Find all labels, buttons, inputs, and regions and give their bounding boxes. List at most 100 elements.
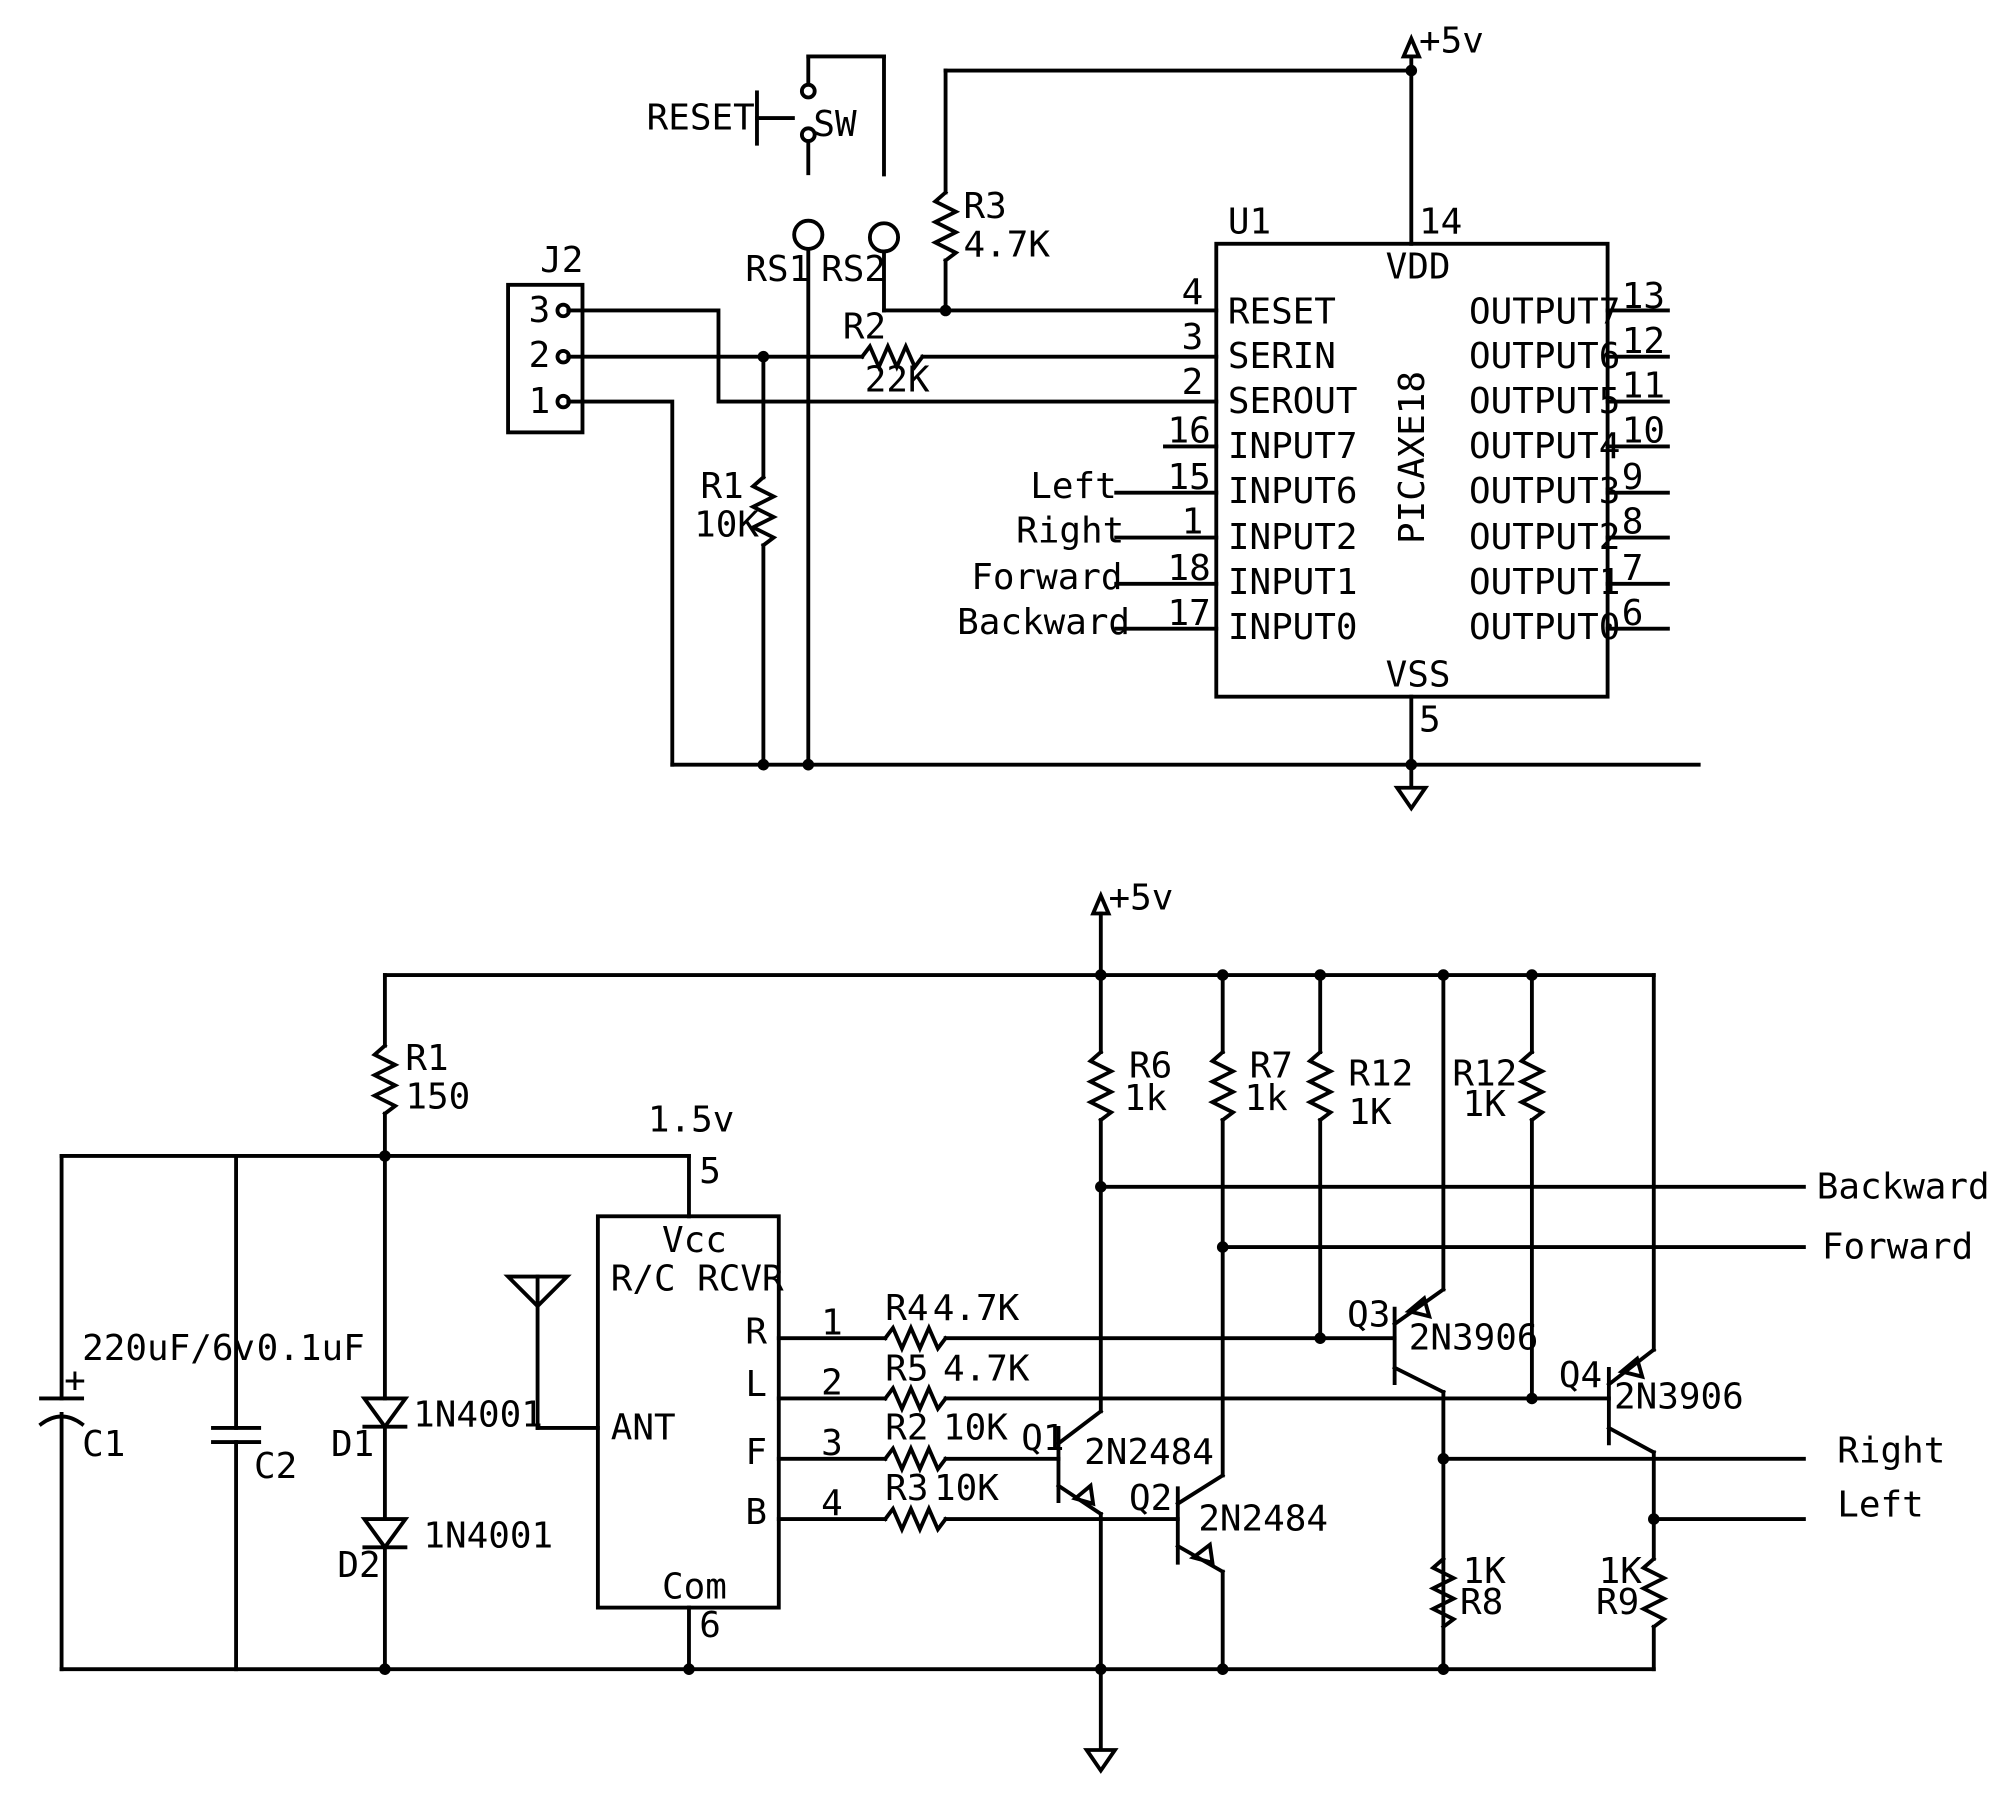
bottom-q1: Q1 2N2484 xyxy=(1021,1396,1214,1672)
bottom-r12b: R12 1K xyxy=(1452,973,1547,1401)
bottom-r5: R5 4.7K xyxy=(882,1349,1030,1414)
top-u1-right-name: OUTPUT2 xyxy=(1469,517,1620,558)
top-reset-label: RESET xyxy=(647,98,755,139)
top-u1-right-name: OUTPUT3 xyxy=(1469,471,1620,512)
top-u1-picaxe: U1 14 VDD VSS 5 PICAXE18 xyxy=(1214,202,1610,740)
junction-dot xyxy=(757,758,770,771)
bottom-r6: R6 1k xyxy=(1086,973,1172,1401)
bottom-rcvr-name: R/C RCVR xyxy=(611,1259,784,1300)
bottom-supply-label: +5v xyxy=(1109,878,1174,919)
bottom-rcvr-out-num: 1 xyxy=(821,1302,843,1343)
bottom-r12a-value: 1K xyxy=(1348,1092,1392,1133)
top-rs1-pad xyxy=(792,218,825,251)
top-ground-symbol xyxy=(1393,785,1430,812)
top-u1-left-name: SERIN xyxy=(1228,336,1336,377)
top-r3-ref: R3 xyxy=(964,186,1007,227)
bottom-r12a: R12 1K xyxy=(1305,973,1413,1341)
top-j2-pin-2: 2 xyxy=(529,335,551,376)
bottom-r1: R1 150 xyxy=(370,973,470,1158)
bottom-r3-ref: R3 xyxy=(885,1468,928,1509)
top-u1-right-name: OUTPUT5 xyxy=(1469,381,1620,422)
top-u1-right-num: 12 xyxy=(1622,321,1665,362)
top-reset-switch: RESET SW xyxy=(647,54,886,177)
bottom-q3-ref: Q3 xyxy=(1347,1295,1390,1336)
bottom-r9-ref: R9 xyxy=(1596,1582,1639,1623)
top-u1-left-num: 2 xyxy=(1182,362,1204,403)
top-u1-right-name: OUTPUT7 xyxy=(1469,291,1620,332)
junction-dot xyxy=(379,1663,391,1675)
bottom-rc-receiver: 5 Vcc R/C RCVR ANT Com 6 R L F B xyxy=(595,1151,784,1672)
top-u1-part: PICAXE18 xyxy=(1392,371,1433,544)
bottom-d1: 1N4001 D1 xyxy=(331,1154,543,1465)
bottom-q2: Q2 2N2484 xyxy=(1129,1472,1328,1672)
top-u1-vdd: VDD xyxy=(1386,246,1451,287)
bottom-rcvr-out-name: F xyxy=(745,1432,767,1473)
top-u1-right-num: 8 xyxy=(1622,502,1644,543)
top-u1-ref: U1 xyxy=(1228,202,1271,243)
bottom-supply-symbol: +5v xyxy=(1090,878,1174,978)
bottom-r7: R7 1k xyxy=(1208,973,1293,1478)
bottom-ground-symbol xyxy=(1083,1748,1119,1774)
top-u1-left-name: INPUT2 xyxy=(1228,517,1358,558)
top-r3-value: 4.7K xyxy=(964,225,1051,266)
bottom-rcvr-out-name: L xyxy=(745,1364,767,1405)
bottom-output-forward: Forward xyxy=(1822,1227,1973,1268)
top-input-left-label: Left xyxy=(1030,466,1116,507)
bottom-r2-ref: R2 xyxy=(885,1408,928,1449)
bottom-c2-value: 0.1uF xyxy=(257,1328,365,1369)
bottom-rcvr-ant: ANT xyxy=(611,1408,676,1449)
top-input-forward-label: Forward xyxy=(971,557,1122,598)
bottom-r12b-ref: R12 xyxy=(1452,1053,1517,1094)
top-u1-left-name: SEROUT xyxy=(1228,381,1358,422)
bottom-q1-ref: Q1 xyxy=(1021,1418,1064,1459)
bottom-r6-ref: R6 xyxy=(1129,1046,1172,1087)
bottom-d1-part: 1N4001 xyxy=(413,1395,543,1436)
bottom-rcvr-com-pin: 6 xyxy=(699,1605,721,1646)
bottom-rcvr-vcc: Vcc xyxy=(662,1220,727,1261)
bottom-r3: R3 10K xyxy=(882,1468,999,1535)
bottom-q2-part: 2N2484 xyxy=(1198,1499,1328,1540)
top-r3: R3 4.7K xyxy=(931,68,1051,313)
top-j2-pin-3: 3 xyxy=(529,290,551,331)
bottom-r12a-ref: R12 xyxy=(1348,1053,1413,1094)
bottom-r12b-value: 1K xyxy=(1463,1084,1507,1125)
bottom-d2-part: 1N4001 xyxy=(423,1515,553,1556)
top-r1-ref: R1 xyxy=(701,466,744,507)
bottom-r9-value: 1K xyxy=(1599,1551,1643,1592)
bottom-rcvr-out-name: B xyxy=(745,1492,767,1533)
top-supply-label: +5v xyxy=(1419,21,1484,62)
top-u1-right-name: OUTPUT0 xyxy=(1469,607,1620,648)
bottom-d2: 1N4001 D2 xyxy=(337,1424,553,1672)
junction-dot xyxy=(802,758,815,771)
bottom-q2-ref: Q2 xyxy=(1129,1478,1172,1519)
bottom-r8: 1K R8 xyxy=(1428,1551,1506,1630)
bottom-c1-plus: + xyxy=(64,1360,86,1401)
top-u1-left-num: 1 xyxy=(1182,502,1204,543)
top-u1-left-name: RESET xyxy=(1228,291,1336,332)
bottom-q1-part: 2N2484 xyxy=(1084,1432,1214,1473)
bottom-node-voltage: 1.5v xyxy=(648,1100,734,1141)
bottom-r5-ref: R5 xyxy=(885,1349,928,1390)
top-r1: R1 10K xyxy=(694,354,778,767)
top-u1-right-num: 10 xyxy=(1622,411,1665,452)
bottom-rcvr-com: Com xyxy=(662,1567,727,1608)
bottom-r9: 1K R9 xyxy=(1596,1551,1669,1672)
top-supply-symbol: +5v xyxy=(1400,21,1484,246)
bottom-r4-ref: R4 xyxy=(885,1288,928,1329)
bottom-rcvr-out-num: 4 xyxy=(821,1483,843,1524)
bottom-r7-ref: R7 xyxy=(1250,1046,1293,1087)
top-u1-right-num: 7 xyxy=(1622,548,1644,589)
junction-dot xyxy=(939,304,952,317)
top-u1-right-pins: OUTPUT7 13 OUTPUT6 12 OUTPUT5 11 OUTPUT4… xyxy=(1469,276,1670,648)
top-u1-left-num: 16 xyxy=(1168,411,1211,452)
top-u1-left-name: INPUT0 xyxy=(1228,607,1358,648)
bottom-q3-part: 2N3906 xyxy=(1409,1318,1539,1359)
top-j2-ground-net xyxy=(566,399,675,767)
bottom-r3-value: 10K xyxy=(934,1468,999,1509)
top-u1-right-num: 13 xyxy=(1622,276,1665,317)
top-u1-left-num: 4 xyxy=(1182,272,1204,313)
top-rs2-label: RS2 xyxy=(821,249,886,290)
top-u1-right-name: OUTPUT4 xyxy=(1469,426,1620,467)
bottom-output-left: Left xyxy=(1837,1485,1923,1526)
bottom-c1-ref: C1 xyxy=(82,1424,125,1465)
